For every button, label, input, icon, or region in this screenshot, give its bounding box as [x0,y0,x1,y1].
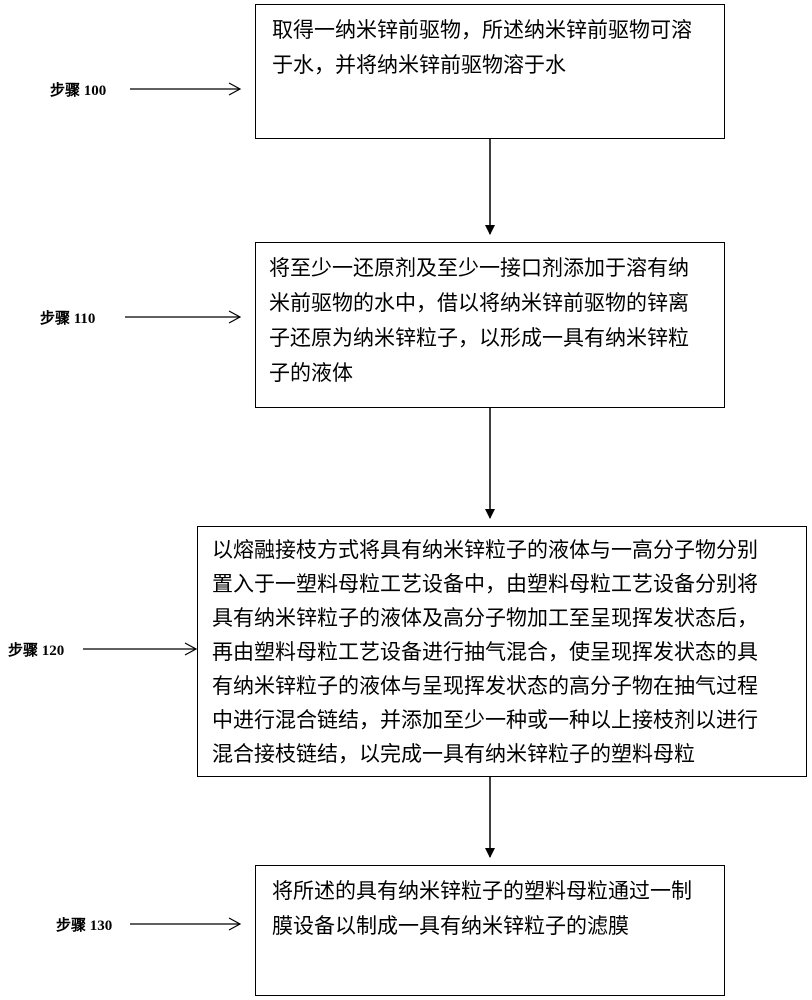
step-label-110: 步骤 110 [40,311,96,327]
step-label-120: 步骤 120 [8,643,65,659]
step-pointer-110 [125,310,242,324]
text-line: 混合接枝链结，以完成一具有纳米锌粒子的塑料母粒 [212,742,695,766]
step-box-130: 将所述的具有纳米锌粒子的塑料母粒通过一制 膜设备以制成一具有纳米锌粒子的滤膜 [255,865,725,996]
text-line: 膜设备以制成一具有纳米锌粒子的滤膜 [272,914,629,938]
step-text-130: 将所述的具有纳米锌粒子的塑料母粒通过一制 膜设备以制成一具有纳米锌粒子的滤膜 [272,874,692,944]
text-line: 再由塑料母粒工艺设备进行抽气混合，使呈现挥发状态的具 [212,640,758,664]
text-line: 置入于一塑料母粒工艺设备中，由塑料母粒工艺设备分别将 [212,572,758,596]
step-box-120: 以熔融接枝方式将具有纳米锌粒子的液体与一高分子物分别 置入于一塑料母粒工艺设备中… [197,526,807,777]
text-line: 中进行混合链结，并添加至少一种或一种以上接枝剂以进行 [212,708,758,732]
text-line: 取得一纳米锌前驱物，所述纳米锌前驱物可溶 [272,18,692,42]
step-label-130: 步骤 130 [56,918,113,934]
text-line: 以熔融接枝方式将具有纳米锌粒子的液体与一高分子物分别 [212,538,758,562]
text-line: 于水，并将纳米锌前驱物溶于水 [272,53,566,77]
text-line: 将至少一还原剂及至少一接口剂添加于溶有纳 [269,256,689,280]
text-line: 具有纳米锌粒子的液体及高分子物加工至呈现挥发状态后， [212,606,758,630]
text-line: 米前驱物的水中，借以将纳米锌前驱物的锌离 [269,291,689,315]
text-line: 子的液体 [269,361,353,385]
step-pointer-120 [83,642,198,656]
text-line: 有纳米锌粒子的液体与呈现挥发状态的高分子物在抽气过程 [212,674,758,698]
step-box-100: 取得一纳米锌前驱物，所述纳米锌前驱物可溶 于水，并将纳米锌前驱物溶于水 [255,4,725,139]
step-text-120: 以熔融接枝方式将具有纳米锌粒子的液体与一高分子物分别 置入于一塑料母粒工艺设备中… [212,533,758,771]
step-text-100: 取得一纳米锌前驱物，所述纳米锌前驱物可溶 于水，并将纳米锌前驱物溶于水 [272,13,692,83]
text-line: 将所述的具有纳米锌粒子的塑料母粒通过一制 [272,879,692,903]
step-box-110: 将至少一还原剂及至少一接口剂添加于溶有纳 米前驱物的水中，借以将纳米锌前驱物的锌… [255,242,725,408]
step-text-110: 将至少一还原剂及至少一接口剂添加于溶有纳 米前驱物的水中，借以将纳米锌前驱物的锌… [269,251,689,391]
step-label-100: 步骤 100 [50,83,107,99]
step-pointer-130 [130,917,242,931]
step-pointer-100 [130,82,242,96]
text-line: 子还原为纳米锌粒子，以形成一具有纳米锌粒 [269,326,689,350]
